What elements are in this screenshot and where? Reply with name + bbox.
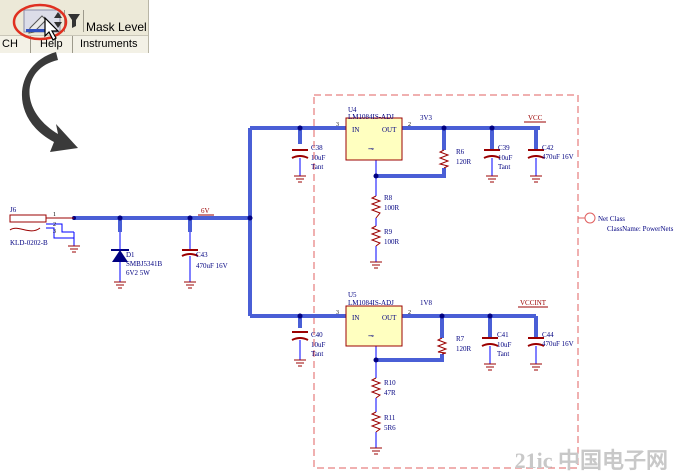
svg-text:3: 3	[336, 310, 339, 316]
resistor-r8: R8 100R	[370, 194, 400, 219]
tab-help[interactable]: Help	[40, 38, 63, 50]
diode-d1: D1 SMBJ5341B 6V2 5W	[111, 232, 163, 277]
svg-text:2: 2	[408, 310, 411, 316]
svg-text:LM1084IS-ADJ: LM1084IS-ADJ	[348, 299, 394, 307]
regulator-u5: U5 LM1084IS-ADJ IN OUT ⊸ 3 2	[336, 291, 411, 347]
net-label-1v8: 1V8	[420, 299, 433, 307]
svg-text:⊸: ⊸	[368, 332, 374, 340]
svg-text:C43: C43	[196, 251, 208, 259]
svg-text:470uF 16V: 470uF 16V	[196, 262, 228, 270]
svg-text:OUT: OUT	[382, 126, 397, 134]
svg-text:120R: 120R	[456, 158, 472, 166]
capacitor-c40: C40 10uF Tant	[291, 331, 326, 358]
svg-text:10uF: 10uF	[498, 154, 513, 162]
svg-text:C41: C41	[497, 331, 509, 339]
netclass-name: ClassName: PowerNets	[607, 225, 674, 233]
svg-text:SMBJ5341B: SMBJ5341B	[126, 260, 163, 268]
net-label-3v3: 3V3	[420, 114, 433, 122]
pencil-icon	[26, 15, 50, 34]
svg-text:C39: C39	[498, 144, 510, 152]
connector-j6: J6 KLD-0202-B 1 2 3	[9, 206, 74, 247]
capacitor-c42: C42 470uF 16V	[527, 144, 574, 166]
net-label-vcc: VCC	[528, 114, 543, 122]
resistor-r6: R6 120R	[438, 148, 472, 169]
svg-text:R7: R7	[456, 335, 465, 343]
junction-dots	[72, 125, 495, 363]
svg-text:IN: IN	[352, 126, 359, 134]
svg-text:C40: C40	[311, 331, 323, 339]
curved-arrow-icon	[21, 52, 78, 152]
capacitor-c39: C39 10uF Tant	[483, 144, 513, 171]
svg-text:R10: R10	[384, 379, 396, 387]
capacitor-c41: C41 10uF Tant	[481, 331, 512, 358]
svg-text:2: 2	[53, 222, 56, 228]
svg-text:D1: D1	[126, 251, 135, 259]
resistor-r11: R11 5R6	[370, 411, 396, 433]
j6-ref: J6	[10, 206, 17, 214]
resistor-r9: R9 100R	[370, 225, 400, 247]
svg-text:R11: R11	[384, 414, 396, 422]
svg-text:2: 2	[408, 122, 411, 128]
net-label-vccint: VCCINT	[520, 299, 547, 307]
netclass-marker-icon	[584, 212, 596, 224]
svg-text:R6: R6	[456, 148, 465, 156]
svg-text:120R: 120R	[456, 345, 472, 353]
svg-text:10uF: 10uF	[311, 341, 326, 349]
tab-ch[interactable]: CH	[2, 38, 18, 50]
capacitor-c38: C38 10uF Tant	[291, 144, 326, 171]
svg-text:R8: R8	[384, 194, 393, 202]
svg-text:3: 3	[53, 229, 56, 235]
highlighted-power-nets	[74, 126, 540, 362]
resistor-r7: R7 120R	[436, 335, 472, 355]
svg-text:LM1084IS-ADJ: LM1084IS-ADJ	[348, 113, 394, 121]
capacitor-c44: C44 470uF 16V	[527, 331, 574, 356]
watermark-logo: 21ic 中国电子网	[515, 448, 668, 473]
svg-text:Tant: Tant	[497, 350, 509, 358]
svg-text:6V2 5W: 6V2 5W	[126, 269, 150, 277]
svg-text:47R: 47R	[384, 389, 396, 397]
netclass-region	[313, 94, 579, 469]
svg-text:100R: 100R	[384, 204, 400, 212]
svg-text:IN: IN	[352, 314, 359, 322]
svg-text:Tant: Tant	[498, 163, 510, 171]
svg-text:1: 1	[53, 212, 56, 218]
highlight-ellipse	[12, 3, 68, 41]
svg-text:3: 3	[336, 122, 339, 128]
svg-text:470uF 16V: 470uF 16V	[542, 340, 574, 348]
svg-text:C44: C44	[542, 331, 554, 339]
netclass-title: Net Class	[598, 215, 625, 223]
svg-text:100R: 100R	[384, 238, 400, 246]
ground-symbols	[68, 175, 542, 455]
svg-text:Tant: Tant	[311, 350, 323, 358]
svg-text:U5: U5	[348, 291, 357, 299]
svg-text:C38: C38	[311, 144, 323, 152]
spin-arrows-icon[interactable]	[54, 12, 62, 28]
svg-text:10uF: 10uF	[497, 341, 512, 349]
svg-text:5R6: 5R6	[384, 424, 396, 432]
thin-wires	[46, 160, 537, 448]
svg-text:U4: U4	[348, 106, 357, 114]
capacitor-c43: C43 470uF 16V	[181, 232, 228, 270]
svg-text:Tant: Tant	[311, 163, 323, 171]
resistor-r10: R10 47R	[370, 377, 396, 399]
j6-part: KLD-0202-B	[10, 239, 48, 247]
svg-text:10uF: 10uF	[311, 154, 326, 162]
net-label-6v: 6V	[201, 207, 210, 215]
filter-icon[interactable]	[68, 14, 80, 28]
svg-text:470uF 16V: 470uF 16V	[542, 153, 574, 161]
mask-level-label: Mask Level	[86, 20, 147, 34]
svg-text:C42: C42	[542, 144, 554, 152]
regulator-u4: U4 LM1084IS-ADJ IN OUT ⊸ 3 2	[336, 106, 411, 161]
svg-text:R9: R9	[384, 228, 393, 236]
svg-text:OUT: OUT	[382, 314, 397, 322]
svg-text:⊸: ⊸	[368, 145, 374, 153]
mouse-cursor-icon	[44, 16, 60, 41]
tab-instruments[interactable]: Instruments	[80, 38, 138, 50]
